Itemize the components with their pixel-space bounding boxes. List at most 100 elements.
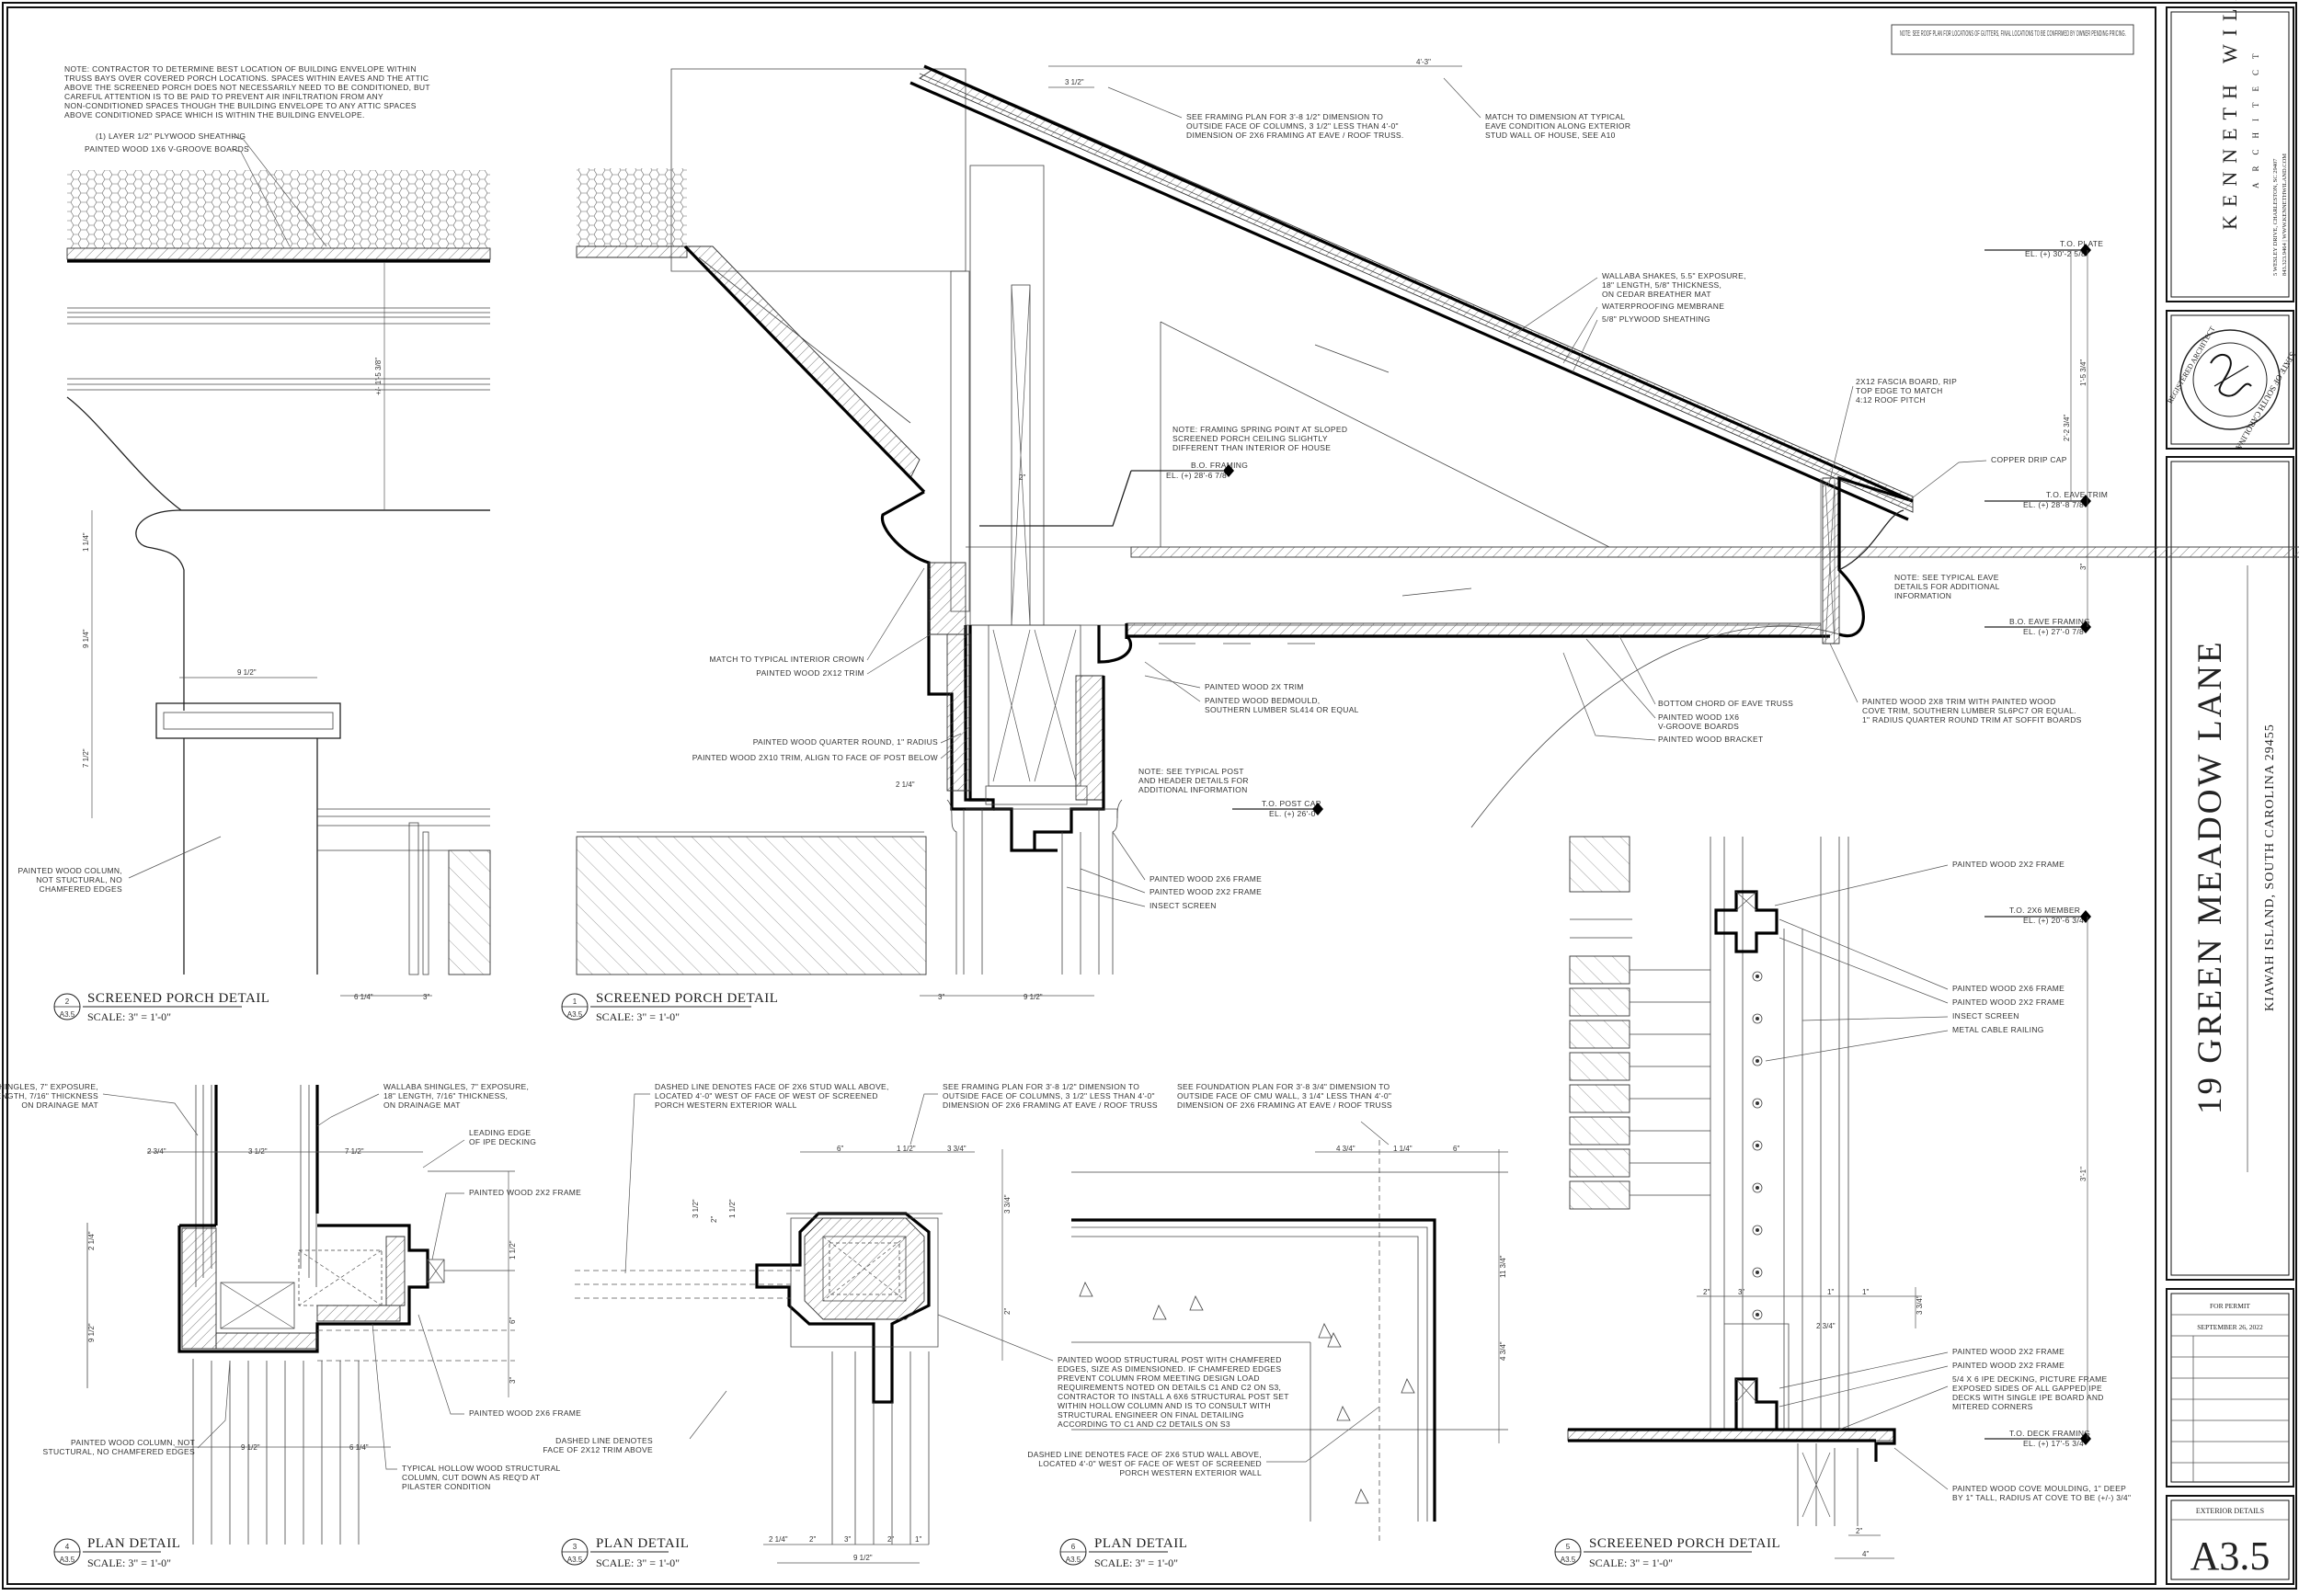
frame-2x2-label: PAINTED WOOD 2X2 FRAME bbox=[1952, 998, 2065, 1007]
elev-label: EL. (+) 26'-0" bbox=[1269, 809, 1319, 818]
note-line: SOUTHERN LUMBER SL414 OR EQUAL bbox=[1205, 705, 1359, 714]
dim-text: 9 1/2" bbox=[1024, 993, 1043, 1001]
dim-text: 6" bbox=[509, 1317, 517, 1324]
issue-date: SEPTEMBER 26, 2022 bbox=[2197, 1323, 2263, 1331]
elevation-marker-bo-framing: B.O. FRAMING EL. (+) 28'-6 7/8" bbox=[979, 461, 1248, 527]
note-line: NOTE: FRAMING SPRING POINT AT SLOPED bbox=[1172, 425, 1347, 434]
dim-text: 4 3/4" bbox=[1336, 1145, 1355, 1153]
envelope-note-line: TRUSS BAYS OVER COVERED PORCH LOCATIONS.… bbox=[64, 74, 429, 83]
note-line: SEE FRAMING PLAN FOR 3'-8 1/2" DIMENSION… bbox=[943, 1082, 1139, 1091]
elev-label: EL. (+) 30'-2 5/8" bbox=[2025, 249, 2088, 258]
note-line: PAINTED WOOD COVE MOULDING, 1" DEEP bbox=[1952, 1484, 2126, 1493]
note-line: DIMENSION OF 2X6 FRAMING AT EAVE / ROOF … bbox=[1186, 131, 1404, 140]
sheet-number: A3.5 bbox=[2190, 1533, 2270, 1579]
note-line: NOTE: SEE TYPICAL EAVE bbox=[1894, 573, 1999, 582]
note-line: 18" LENGTH, 5/8" THICKNESS, bbox=[1602, 280, 1721, 290]
trim-2x10-label: PAINTED WOOD 2X10 TRIM, ALIGN TO FACE OF… bbox=[692, 753, 938, 762]
detail-number: 3 bbox=[573, 1543, 578, 1551]
detail-6-plan: SEE FOUNDATION PLAN FOR 3'-8 3/4" DIMENS… bbox=[1027, 1082, 1508, 1545]
note-line: SEE FOUNDATION PLAN FOR 3'-8 3/4" DIMENS… bbox=[1177, 1082, 1390, 1091]
architect-seal: STATE OF SOUTH CAROLINA REGISTERED ARCHI… bbox=[2166, 325, 2297, 451]
dim-text: 9 1/2" bbox=[241, 1443, 260, 1452]
envelope-note-line: ABOVE CONDITIONED SPACE WHICH IS WITHIN … bbox=[64, 110, 365, 120]
note-line: PAINTED WOOD COLUMN, NOT bbox=[71, 1438, 195, 1447]
detail-scale: SCALE: 3" = 1'-0" bbox=[1589, 1556, 1673, 1569]
dim-text: 2" bbox=[710, 1216, 718, 1223]
envelope-note-line: NON-CONDITIONED SPACES THOUGH THE BUILDI… bbox=[64, 101, 417, 110]
dim-text: 3 1/2" bbox=[1065, 78, 1084, 86]
dim-text: 4 3/4" bbox=[1499, 1341, 1507, 1361]
column-note: PAINTED WOOD COLUMN, NOT STUCTURAL, NO C… bbox=[17, 836, 222, 894]
insulation-pattern bbox=[67, 170, 490, 248]
architect-contact: 843.323.9464 | WWW.KENNETHWILAND.COM bbox=[2282, 154, 2288, 276]
dim-text: 3 1/2" bbox=[248, 1147, 268, 1156]
dim-text: 3 3/4" bbox=[1916, 1295, 1924, 1315]
bottom-chord-label: BOTTOM CHORD OF EAVE TRUSS bbox=[1658, 699, 1793, 708]
detail-number: 2 bbox=[65, 998, 70, 1006]
dim-text: 9 1/4" bbox=[82, 629, 90, 648]
note-line: EDGES, SIZE AS DIMENSIONED. IF CHAMFERED… bbox=[1058, 1364, 1281, 1374]
dim-text: 9 1/2" bbox=[853, 1554, 873, 1562]
detail-title-5: 5 A3.5 SCREEENED PORCH DETAIL SCALE: 3" … bbox=[1554, 1536, 1780, 1569]
note-line: PORCH WESTERN EXTERIOR WALL bbox=[655, 1100, 797, 1110]
dim-text: 3'-1" bbox=[2079, 1167, 2087, 1181]
dim-text: 2" bbox=[1003, 1308, 1012, 1315]
note-line: V-GROOVE BOARDS bbox=[1658, 722, 1739, 731]
note-line: DIFFERENT THAN INTERIOR OF HOUSE bbox=[1172, 443, 1331, 452]
detail-number: 1 bbox=[573, 998, 578, 1006]
cable-railing-label: METAL CABLE RAILING bbox=[1952, 1025, 2044, 1034]
ipe-deck-boards bbox=[1569, 955, 1710, 1210]
dim-text: 3" bbox=[2079, 564, 2087, 570]
architect-name: KENNETH WILAND bbox=[2218, 0, 2241, 230]
dim-text: 2" bbox=[887, 1535, 894, 1544]
note-line: WITHIN HOLLOW COLUMN AND IS TO CONSULT W… bbox=[1058, 1401, 1271, 1410]
dim-text: 1" bbox=[1862, 1288, 1869, 1296]
seal-signature bbox=[2210, 354, 2252, 397]
note-line: EAVE CONDITION ALONG EXTERIOR bbox=[1485, 121, 1630, 131]
detail-sheet-ref: A3.5 bbox=[567, 1010, 583, 1019]
dim-text: 3 3/4" bbox=[1003, 1194, 1012, 1214]
dim-text: 3" bbox=[938, 993, 944, 1001]
seal-text-side: REGISTERED ARCHITECT bbox=[2166, 325, 2217, 405]
detail-number: 5 bbox=[1566, 1543, 1571, 1551]
note-line: ON CEDAR BREATHER MAT bbox=[1602, 290, 1711, 299]
note-line: 2X12 FASCIA BOARD, RIP bbox=[1856, 377, 1957, 386]
detail-scale: SCALE: 3" = 1'-0" bbox=[596, 1556, 680, 1569]
elev-label: EL. (+) 28'-8 7/8" bbox=[2023, 500, 2087, 509]
dim-text: 2" bbox=[1019, 473, 1025, 482]
note-line: EXPOSED SIDES OF ALL GAPPED IPE bbox=[1952, 1384, 2102, 1393]
bracket-label: PAINTED WOOD BRACKET bbox=[1658, 735, 1763, 744]
project-location: KIAWAH ISLAND, SOUTH CAROLINA 29455 bbox=[2263, 724, 2277, 1011]
gutter-note: NOTE: SEE ROOF PLAN FOR LOCATIONS OF GUT… bbox=[1891, 24, 2134, 55]
dim-text: 1 1/2" bbox=[728, 1199, 737, 1218]
note-line: MITERED CORNERS bbox=[1952, 1402, 2033, 1411]
title-block: KENNETH WILAND ARCHITECT 5 WESLEY DRIVE,… bbox=[2166, 0, 2297, 1585]
dim-text: 9 1/2" bbox=[237, 668, 257, 677]
elev-label: EL. (+) 17'-5 3/4" bbox=[2023, 1439, 2087, 1448]
detail-3-plan: DASHED LINE DENOTES FACE OF 2X6 STUD WAL… bbox=[543, 1082, 1288, 1564]
note-line: PILASTER CONDITION bbox=[402, 1482, 491, 1491]
frame-2x2-label: PAINTED WOOD 2X2 FRAME bbox=[1952, 1347, 2065, 1356]
trim-2x12-label: PAINTED WOOD 2X12 TRIM bbox=[756, 668, 864, 678]
elev-label: EL. (+) 28'-6 7/8" bbox=[1166, 471, 1230, 480]
dim-text: 3 3/4" bbox=[947, 1145, 966, 1153]
dim-text: 2" bbox=[1703, 1288, 1710, 1296]
note-line: PREVENT COLUMN FROM MEETING DESIGN LOAD bbox=[1058, 1374, 1260, 1383]
dim-text: 2 1/4" bbox=[87, 1231, 96, 1250]
detail-title: SCREENED PORCH DETAIL bbox=[87, 991, 269, 1006]
note-line: 1" RADIUS QUARTER ROUND TRIM AT SOFFIT B… bbox=[1862, 715, 2082, 724]
note-line: COLUMN, CUT DOWN AS REQ'D AT bbox=[402, 1473, 540, 1482]
dim-text: 1" bbox=[915, 1535, 921, 1544]
elev-label: EL. (+) 27'-0 7/8" bbox=[2023, 627, 2087, 636]
dim-text: 6 1/4" bbox=[354, 993, 373, 1001]
note-line: PORCH WESTERN EXTERIOR WALL bbox=[1119, 1468, 1262, 1477]
note-line: PAINTED WOOD 2X8 TRIM WITH PAINTED WOOD bbox=[1862, 697, 2056, 706]
detail-title-6: 6 A3.5 PLAN DETAIL SCALE: 3" = 1'-0" bbox=[1059, 1536, 1187, 1569]
dim-text: 1 1/2" bbox=[897, 1145, 916, 1153]
note-line: AND HEADER DETAILS FOR bbox=[1138, 776, 1249, 785]
dim-text: 1 1/2" bbox=[509, 1240, 517, 1260]
issue-label: FOR PERMIT bbox=[2210, 1302, 2250, 1310]
note-line: PAINTED WOOD STRUCTURAL POST WITH CHAMFE… bbox=[1058, 1355, 1282, 1364]
detail-title-2: 2 A3.5 SCREENED PORCH DETAIL SCALE: 3" =… bbox=[53, 991, 269, 1023]
